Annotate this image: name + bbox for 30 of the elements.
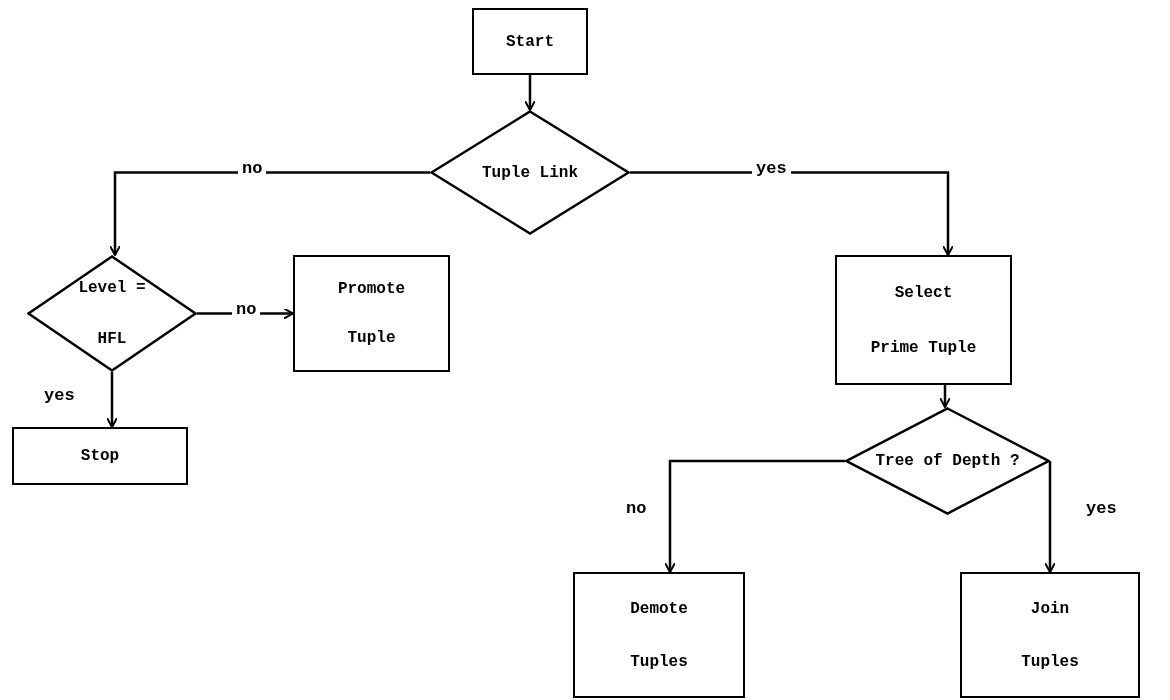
node-text: Promote [337, 279, 406, 300]
process-box [12, 427, 188, 485]
process-box [960, 572, 1140, 698]
node-text: Stop [80, 446, 120, 466]
node-text: Tuple [347, 327, 396, 348]
node-text: Demote [630, 598, 688, 619]
node-text: Select [894, 282, 953, 303]
node-text: Prime Tuple [870, 337, 977, 358]
node-text: HFL [97, 328, 127, 349]
node-text: Tuples [1021, 651, 1079, 672]
arrow [630, 171, 954, 256]
node-text: Tuple Link [482, 162, 578, 183]
arrow [524, 75, 536, 111]
arrow [1044, 459, 1056, 573]
arrow [109, 171, 430, 256]
node-text: Start [506, 31, 554, 52]
node-text: Join [1030, 598, 1070, 619]
arrow [106, 372, 118, 428]
process-box [293, 255, 450, 372]
decision-diamond [430, 110, 630, 235]
process-box [472, 8, 588, 75]
arrow [664, 459, 845, 573]
decision-diamond [27, 255, 197, 372]
decision-diamond [845, 407, 1050, 515]
node-text: Tree of Depth ? [875, 451, 1020, 471]
node-text: Level = [78, 278, 146, 299]
arrow [939, 385, 951, 408]
process-box [573, 572, 745, 698]
process-box [835, 255, 1012, 385]
node-text: Tuples [630, 651, 688, 672]
